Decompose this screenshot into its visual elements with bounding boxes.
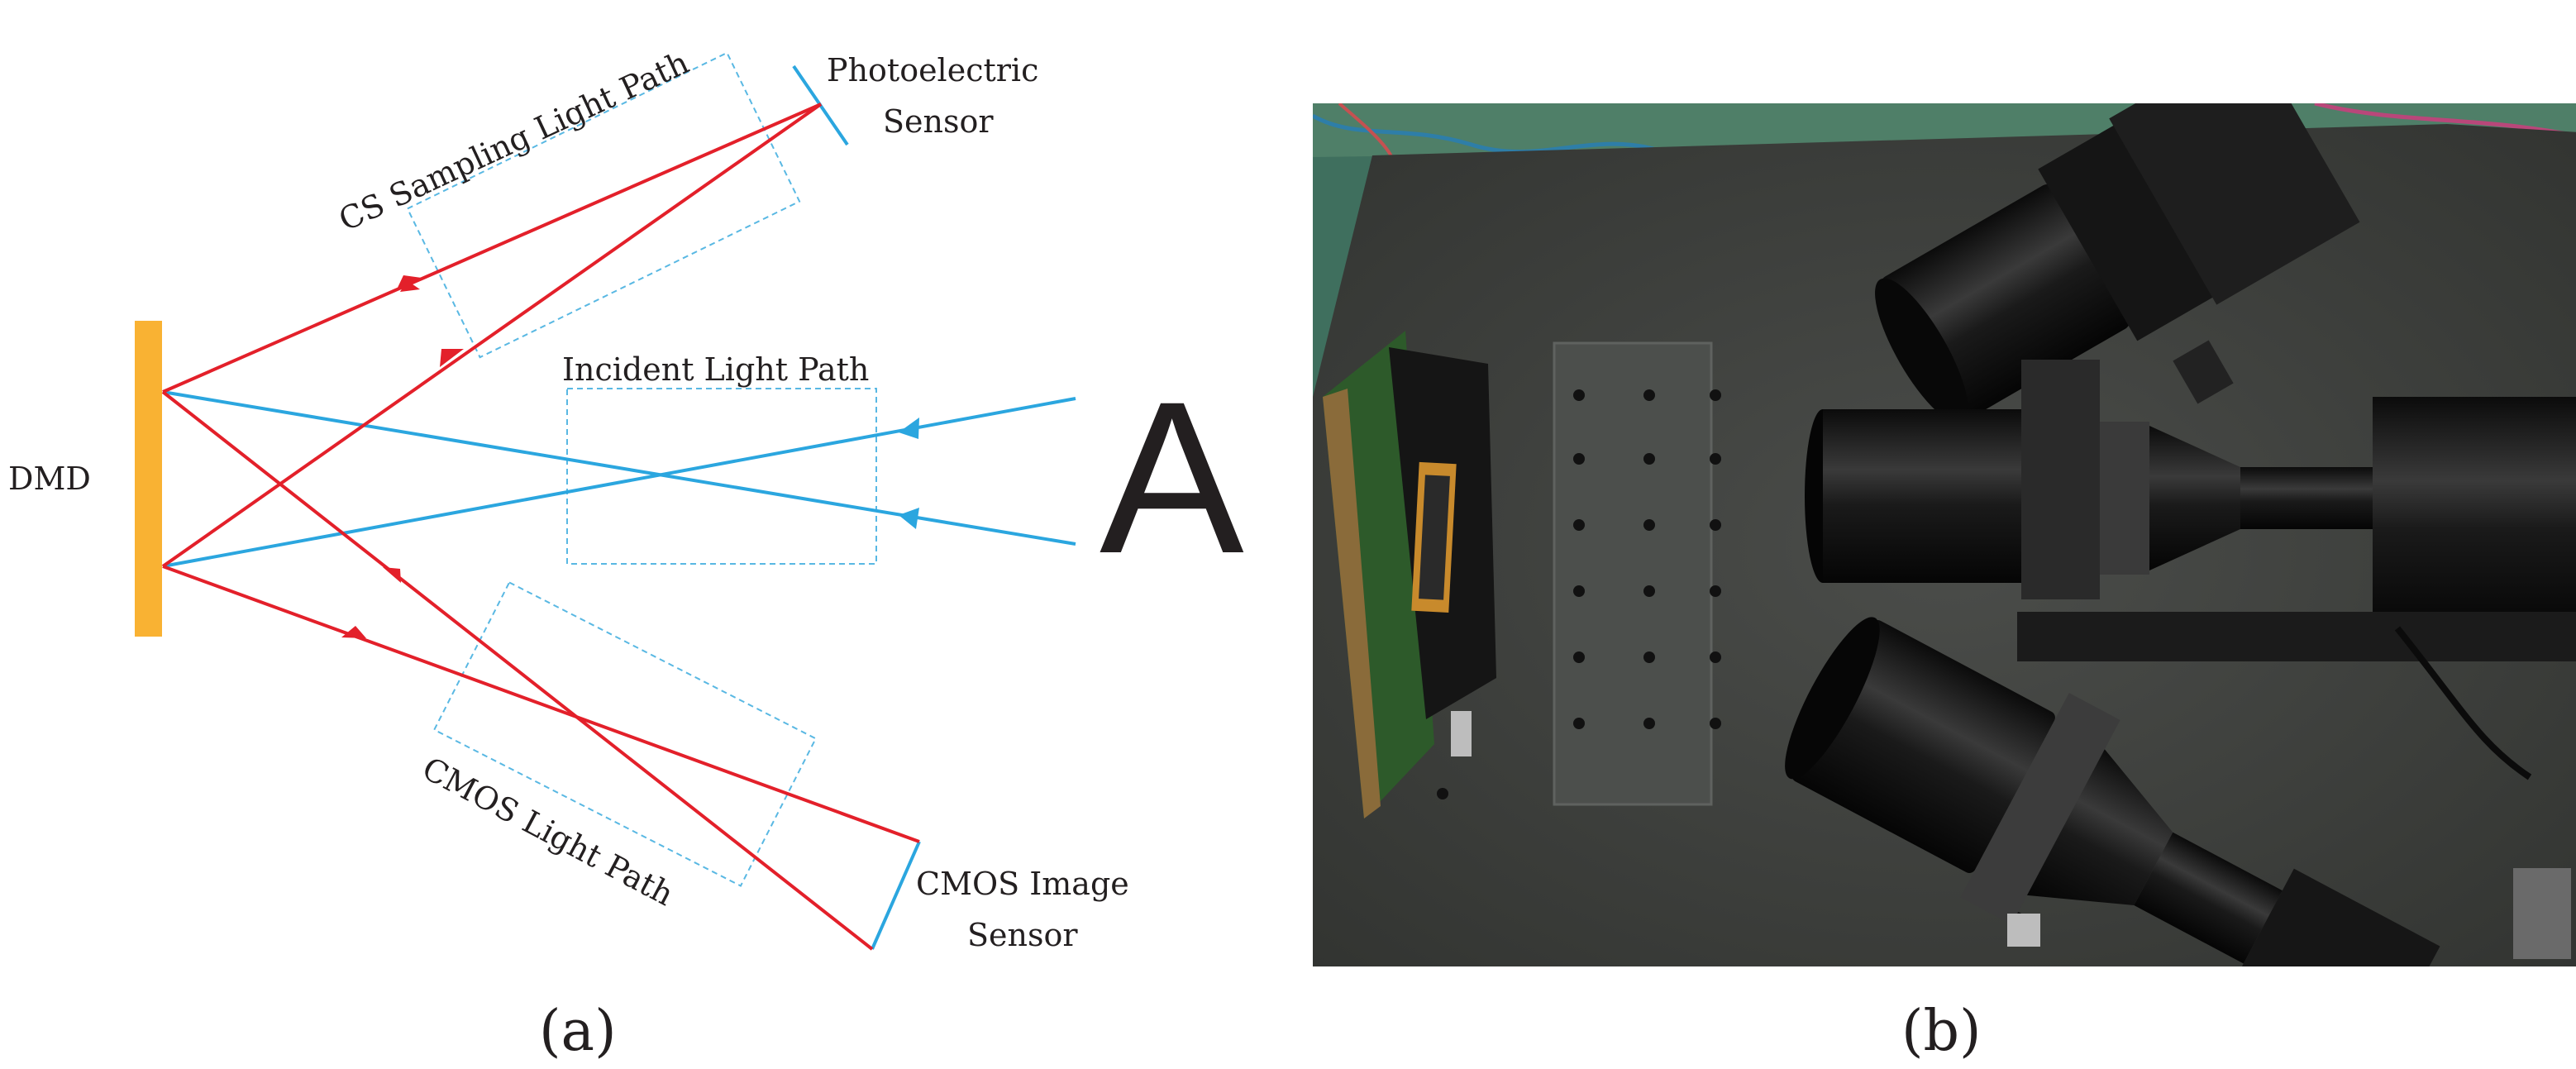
cmos-sensor-label-line2: Sensor <box>967 917 1078 953</box>
blue-arrow-1 <box>899 418 919 439</box>
cmos-sensor-label-line1: CMOS Image <box>916 866 1129 902</box>
dmd-module <box>1323 331 1496 818</box>
red-arrow-cmos-b <box>341 626 366 638</box>
blue-ray-lower <box>162 397 1076 568</box>
incident-path-box <box>566 388 877 565</box>
cs-sampling-box <box>406 51 801 359</box>
red-arrow-cs-a <box>396 275 422 291</box>
panel-a-diagram: DMD Photoelectric Sensor CS Sampling Lig… <box>8 44 1245 1064</box>
cmos-path-label: CMOS Light Path <box>417 750 680 913</box>
middle-lens <box>1805 360 2576 780</box>
blue-arrow-2 <box>899 508 919 529</box>
incident-path-label: Incident Light Path <box>562 351 869 388</box>
red-ray-cs-upper <box>162 103 822 394</box>
object-letter-a: A <box>1100 356 1245 599</box>
blue-ray-upper <box>162 390 1076 546</box>
red-arrow-cs-b <box>440 349 464 367</box>
photoelectric-sensor-label-line2: Sensor <box>883 103 994 140</box>
panel-a-label: (a) <box>539 999 617 1064</box>
dmd-label: DMD <box>8 461 91 497</box>
cs-sampling-path-label: CS Sampling Light Path <box>333 44 694 238</box>
red-arrow-cmos-a <box>383 567 401 583</box>
cmos-sensor-line <box>871 841 921 950</box>
dmd-bar <box>135 321 162 637</box>
cmos-path-box <box>432 581 818 887</box>
red-ray-cs-lower <box>161 103 823 568</box>
red-ray-cmos-upper <box>161 390 874 951</box>
panel-b-photo: (b) <box>1313 103 2576 1064</box>
photoelectric-sensor-label-line1: Photoelectric <box>827 52 1038 88</box>
lower-lens <box>1785 617 2571 966</box>
red-ray-cmos-lower <box>162 565 920 843</box>
panel-b-label: (b) <box>1901 999 1982 1064</box>
